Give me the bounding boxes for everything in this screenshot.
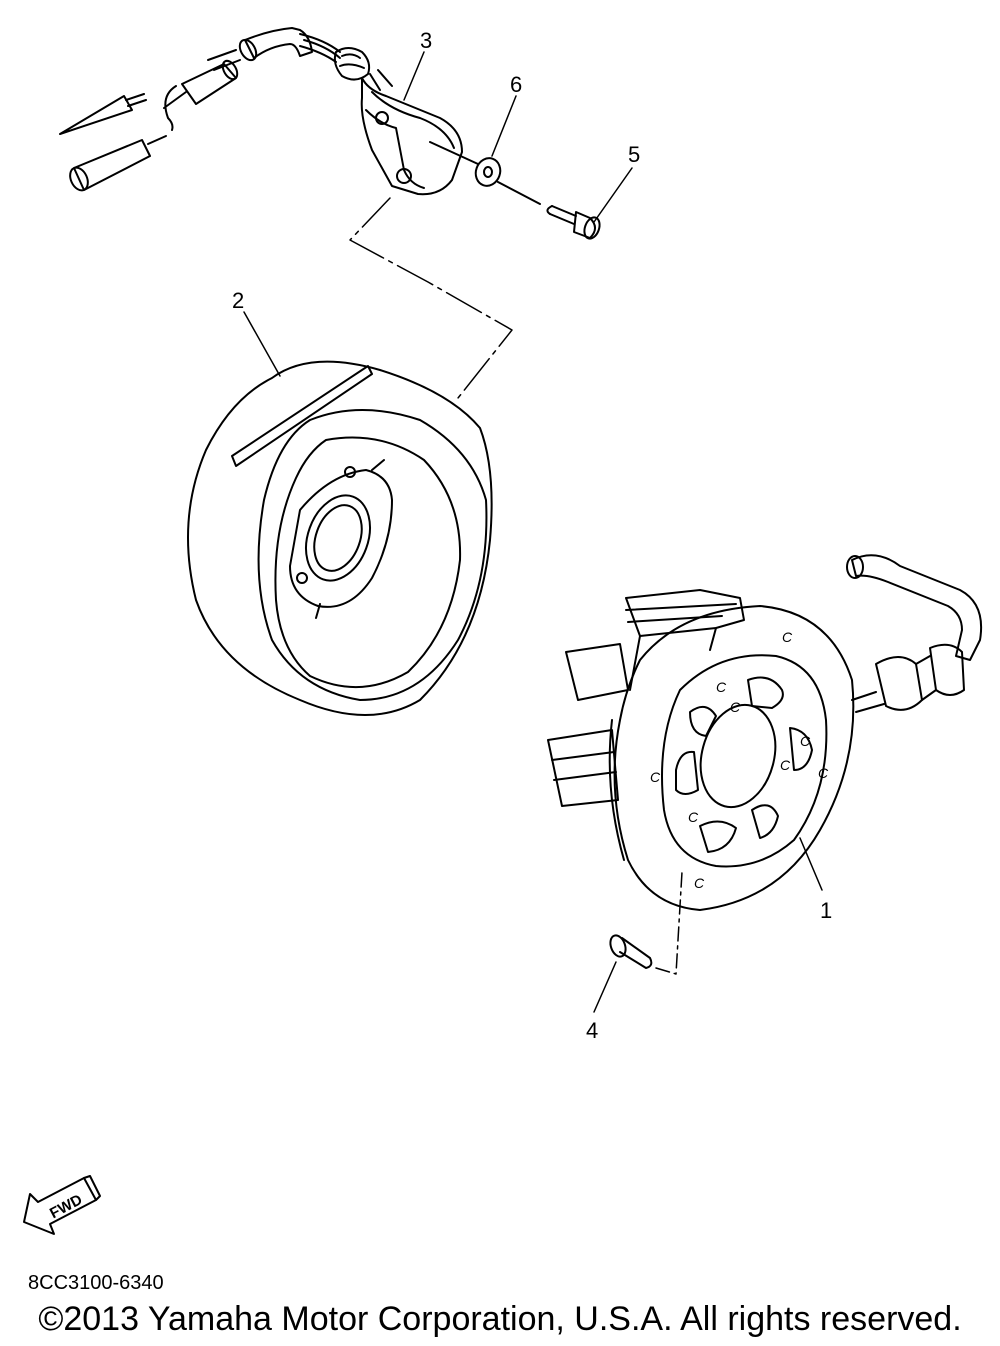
stator-coil-left <box>565 643 629 701</box>
stator-assembly: C C C C C C C C C <box>547 554 982 911</box>
callout-leaders <box>243 51 823 1013</box>
rotor-slot <box>231 365 373 467</box>
callout-6: 6 <box>510 72 522 97</box>
stator-mark: C <box>716 679 727 695</box>
stator-screw <box>609 934 653 969</box>
stator-coil-upper <box>625 589 745 637</box>
wire-sleeve <box>244 27 313 59</box>
stator-mark: C <box>780 757 791 773</box>
rotor-flywheel <box>187 360 493 716</box>
assembly-axis-line <box>429 141 541 205</box>
stator-mark: C <box>818 765 829 781</box>
stator-wire-grommet <box>875 656 923 711</box>
stator-coil-lower <box>547 729 619 807</box>
stator-base-plate <box>613 605 855 911</box>
bullet-connector <box>73 139 151 191</box>
sensor-mount-hole <box>375 111 389 125</box>
callout-4: 4 <box>586 1018 598 1043</box>
stator-mark: C <box>688 809 699 825</box>
callout-5: 5 <box>628 142 640 167</box>
stator-lead-wire <box>851 554 982 661</box>
stator-cutout-ring <box>661 654 828 868</box>
diagram-code: 8CC3100-6340 <box>28 1272 164 1294</box>
stator-mark: C <box>800 733 811 749</box>
screw-to-stator-line <box>655 871 683 975</box>
rotor-center-bore <box>313 504 363 572</box>
stator-mark: C <box>694 875 705 891</box>
pickup-coil-assembly <box>238 27 463 196</box>
rotor-outer-shell <box>187 360 493 716</box>
sleeve-end <box>238 38 258 62</box>
fwd-arrow-icon: FWD <box>23 1175 101 1235</box>
pickup-to-rotor-line <box>349 197 513 399</box>
spade-terminal <box>59 95 133 135</box>
rotor-rim <box>257 409 488 701</box>
callout-2: 2 <box>232 288 244 313</box>
washer-part <box>474 157 502 187</box>
pickup-sensor-body <box>360 77 463 196</box>
callout-1: 1 <box>820 898 832 923</box>
stator-mark: C <box>650 769 661 785</box>
rotor-hub <box>289 469 393 608</box>
callout-3: 3 <box>420 28 432 53</box>
fwd-label: FWD <box>47 1191 85 1222</box>
wire-connector-sleeve <box>181 63 237 105</box>
copyright-notice: ©2013 Yamaha Motor Corporation, U.S.A. A… <box>38 1300 962 1338</box>
stator-mark: C <box>730 699 741 715</box>
stator-mark: C <box>782 629 793 645</box>
connector-leads <box>59 49 241 192</box>
bolt-part <box>546 205 601 240</box>
grommet <box>333 47 371 81</box>
